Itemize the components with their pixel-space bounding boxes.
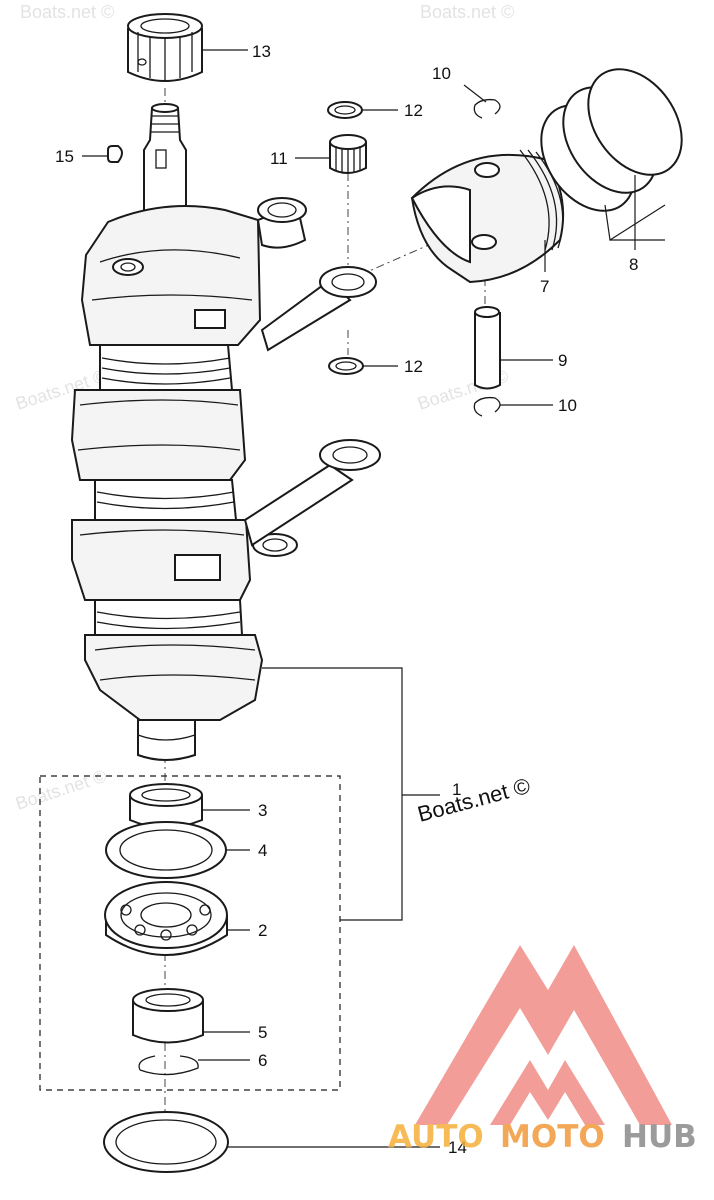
callout-2: 2 [258, 921, 267, 940]
callout-8: 8 [629, 255, 638, 274]
logo-text-moto: MOTO [500, 1119, 605, 1155]
callout-11: 11 [270, 149, 288, 168]
crankshaft-assembly [70, 103, 307, 761]
sub-assembly-box [39, 775, 341, 1091]
axis-line [359, 239, 441, 276]
o-ring-plate [105, 821, 227, 879]
callout-5: 5 [258, 1023, 267, 1042]
logo-text-auto: AUTO [388, 1119, 484, 1155]
callout-12-lower: 12 [404, 357, 423, 376]
logo-text-hub: HUB [622, 1119, 697, 1155]
watermark-top-right: Boats.net © [420, 2, 514, 22]
callout-7: 7 [540, 277, 549, 296]
piston-pin-clip-lower [473, 396, 501, 417]
thrust-ring [103, 1111, 229, 1173]
woodruff-key [107, 145, 123, 163]
washer-upper [327, 101, 363, 119]
ball-bearing [104, 881, 228, 956]
oil-seal-housing [129, 783, 203, 829]
callout-10-upper: 10 [432, 64, 451, 83]
watermark-bottom-left: Boats.net © [13, 766, 109, 814]
connecting-rod-lower [243, 439, 381, 547]
watermark-top-left: Boats.net © [20, 2, 114, 22]
automotohub-logo: AUTO MOTO HUB [388, 945, 697, 1155]
piston-pin [474, 306, 501, 390]
credit-text: Boats.net © [415, 773, 533, 827]
callout-labels: 13 15 11 12 12 10 10 9 7 8 1 3 4 2 5 6 1… [55, 42, 638, 1157]
logo-mark [415, 945, 672, 1125]
callout-15: 15 [55, 147, 74, 166]
piston-rings [540, 68, 683, 212]
callout-14: 14 [448, 1138, 467, 1157]
lower-bushing [132, 988, 204, 1044]
callout-12-upper: 12 [404, 101, 423, 120]
callout-13: 13 [252, 42, 271, 61]
piston [410, 149, 565, 284]
callout-10-lower: 10 [558, 396, 577, 415]
connecting-rod-upper [260, 266, 377, 352]
leader-lines [82, 49, 666, 1148]
callout-3: 3 [258, 801, 267, 820]
piston-pin-clip-upper [473, 98, 501, 119]
washer-lower [328, 357, 364, 375]
callout-4: 4 [258, 841, 267, 860]
callout-9: 9 [558, 351, 567, 370]
callout-6: 6 [258, 1051, 267, 1070]
small-end-bearing [329, 134, 367, 174]
snap-ring [138, 1055, 199, 1076]
callout-1: 1 [452, 780, 461, 799]
needle-bearing-top [127, 13, 203, 82]
